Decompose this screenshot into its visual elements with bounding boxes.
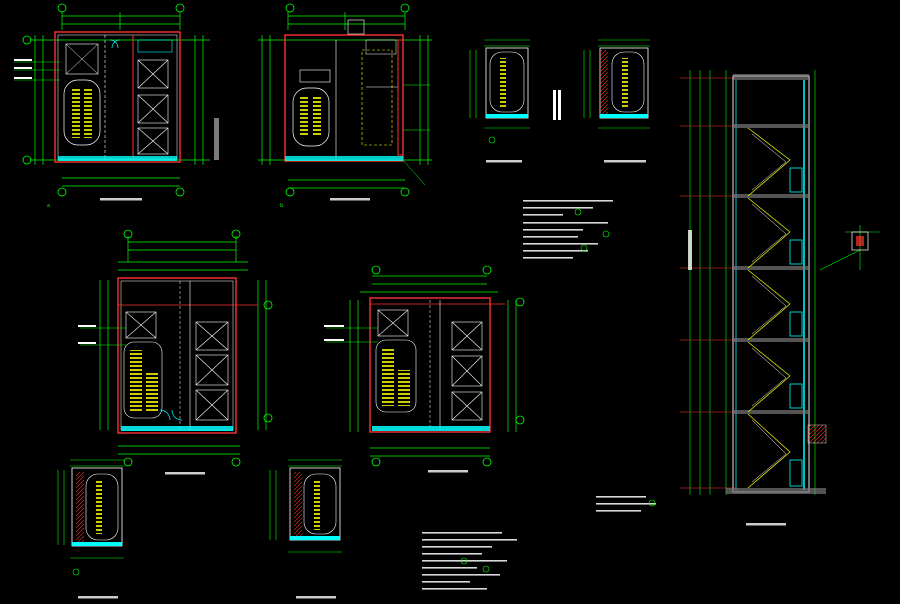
plan-6-elevator-stair-core [324, 265, 525, 473]
plan-7-stair-small [57, 459, 124, 599]
plan-3-stair-small [469, 39, 530, 163]
plan-5-elevator-stair-core [78, 229, 273, 475]
plan-1-elevator-stair-core [14, 3, 219, 201]
plan-8-stair-small [269, 459, 342, 599]
stair-section-elevation [680, 70, 880, 526]
note-callout-markers [460, 208, 656, 573]
general-notes-upper [523, 200, 613, 259]
plan-2-stair-core [258, 3, 432, 201]
general-notes-right [596, 496, 656, 512]
general-notes-lower [422, 532, 517, 590]
plan-4-stair-small [553, 39, 650, 163]
marker-a: a [47, 203, 51, 209]
marker-b: b [280, 203, 284, 209]
